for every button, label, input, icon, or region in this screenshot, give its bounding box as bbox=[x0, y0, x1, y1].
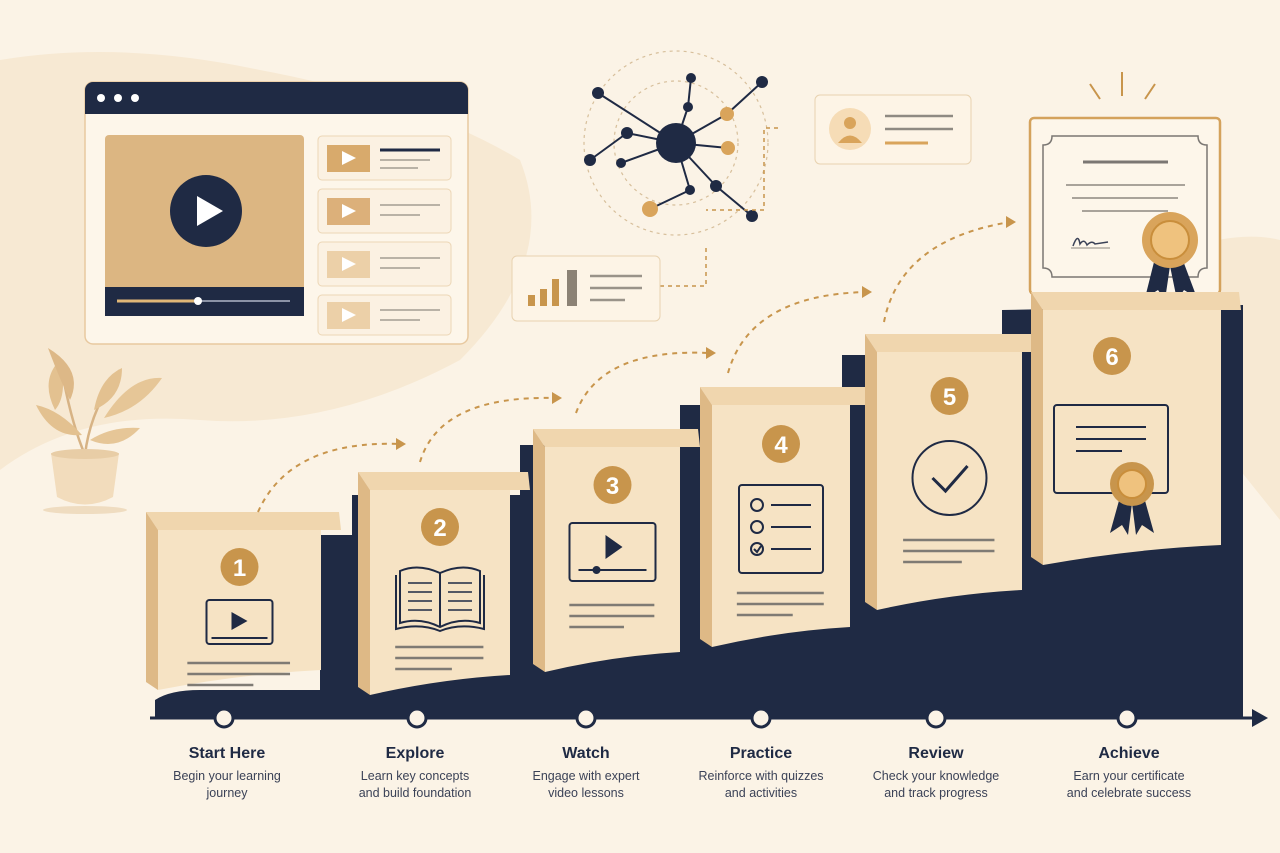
step-block-side bbox=[533, 429, 545, 672]
step-number-badge bbox=[220, 548, 259, 586]
step-label-achieve: Achieve Earn your certificate and celebr… bbox=[1034, 745, 1224, 802]
dashed-progress-arrows bbox=[257, 216, 1016, 513]
step-number-badge bbox=[593, 466, 632, 504]
step-title: Review bbox=[908, 745, 964, 762]
timeline-marker-1 bbox=[213, 707, 235, 729]
step-block-side bbox=[358, 472, 370, 695]
bar-chart-card-icon bbox=[511, 244, 707, 322]
arrowhead-icon bbox=[552, 392, 562, 404]
step-number: 2 bbox=[433, 515, 446, 542]
arrowhead-icon bbox=[862, 286, 872, 298]
certificate-icon bbox=[1053, 404, 1169, 535]
step-number: 4 bbox=[774, 432, 788, 459]
step-description-line: and celebrate success bbox=[1066, 786, 1192, 800]
step-block-3: 3 bbox=[533, 429, 700, 672]
step-number-badge bbox=[421, 508, 459, 546]
step-label-review: Review Check your knowledge and track pr… bbox=[841, 745, 1031, 802]
step-title: Explore bbox=[385, 745, 445, 762]
step-number: 1 bbox=[233, 555, 246, 582]
step-block-side bbox=[146, 512, 158, 690]
step-description-line: journey bbox=[206, 786, 248, 800]
step-description-line: and activities bbox=[724, 786, 798, 800]
network-graph-icon bbox=[583, 50, 769, 236]
step-description-line: video lessons bbox=[548, 786, 624, 800]
step-block-4: 4 bbox=[700, 387, 870, 647]
step-label-start-here: Start Here Begin your learning journey bbox=[132, 745, 322, 802]
step-block-top bbox=[865, 334, 1042, 352]
step-block-5: 5 bbox=[865, 334, 1042, 610]
step-block-front bbox=[158, 530, 321, 690]
open-book-icon bbox=[395, 566, 485, 633]
profile-card-icon bbox=[706, 94, 972, 211]
timeline-marker-3 bbox=[575, 707, 597, 729]
step-description-line: Reinforce with quizzes bbox=[698, 769, 824, 783]
video-lesson-icon bbox=[568, 522, 657, 582]
award-ribbon-icon bbox=[1142, 212, 1198, 300]
arrowhead-icon bbox=[1006, 216, 1016, 228]
plant-pot-icon bbox=[36, 348, 162, 514]
step-block-front bbox=[1043, 310, 1221, 565]
step-description-line: Check your knowledge bbox=[872, 769, 1000, 783]
arrowhead-icon bbox=[706, 347, 716, 359]
dashed-arrow-5 bbox=[883, 221, 1011, 323]
timeline-marker-4 bbox=[750, 707, 772, 729]
step-block-top bbox=[533, 429, 700, 447]
framed-certificate-icon bbox=[1028, 72, 1222, 296]
timeline-markers bbox=[213, 707, 1138, 729]
step-title: Practice bbox=[729, 745, 793, 762]
step-block-top bbox=[146, 512, 341, 530]
checkmark-circle-icon bbox=[911, 440, 988, 516]
step-description-line: Engage with expert bbox=[532, 769, 640, 783]
step-block-6: 6 bbox=[1031, 292, 1241, 565]
step-block-side bbox=[700, 387, 712, 647]
step-title: Start Here bbox=[188, 745, 266, 762]
step-label-watch: Watch Engage with expert video lessons bbox=[491, 745, 681, 802]
step-label-practice: Practice Reinforce with quizzes and acti… bbox=[666, 745, 856, 802]
step-number-badge bbox=[1093, 337, 1131, 375]
step-blocks: 1 2 3 4 5 6 bbox=[146, 292, 1241, 695]
step-number-badge bbox=[762, 425, 800, 463]
step-title: Achieve bbox=[1098, 745, 1160, 762]
dashed-arrow-1 bbox=[257, 442, 401, 513]
step-block-top bbox=[700, 387, 870, 405]
step-block-front bbox=[877, 352, 1022, 610]
video-player-icon bbox=[205, 599, 274, 645]
step-block-2: 2 bbox=[358, 472, 530, 695]
step-block-1: 1 bbox=[146, 512, 341, 690]
step-description-line: Begin your learning bbox=[173, 769, 281, 783]
step-description-line: Learn key concepts bbox=[360, 769, 470, 783]
step-description-line: and build foundation bbox=[358, 786, 472, 800]
step-description-line: and track progress bbox=[884, 786, 988, 800]
browser-video-window-icon bbox=[84, 81, 469, 345]
timeline-marker-6 bbox=[1116, 707, 1138, 729]
step-number-badge bbox=[930, 377, 969, 415]
step-number: 6 bbox=[1105, 344, 1118, 371]
timeline-marker-2 bbox=[406, 707, 428, 729]
step-block-side bbox=[1031, 292, 1043, 565]
timeline-arrowhead bbox=[1252, 709, 1268, 727]
step-block-top bbox=[358, 472, 530, 490]
timeline-marker-5 bbox=[925, 707, 947, 729]
step-number: 3 bbox=[606, 473, 619, 500]
step-number: 5 bbox=[943, 384, 956, 411]
quiz-checklist-icon bbox=[738, 484, 824, 574]
step-description-line: Earn your certificate bbox=[1073, 769, 1185, 783]
step-label-explore: Explore Learn key concepts and build fou… bbox=[320, 745, 510, 802]
step-block-side bbox=[865, 334, 877, 610]
step-block-top bbox=[1031, 292, 1241, 310]
step-title: Watch bbox=[562, 745, 610, 762]
dashed-arrow-3 bbox=[575, 351, 711, 414]
arrowhead-icon bbox=[396, 438, 406, 450]
